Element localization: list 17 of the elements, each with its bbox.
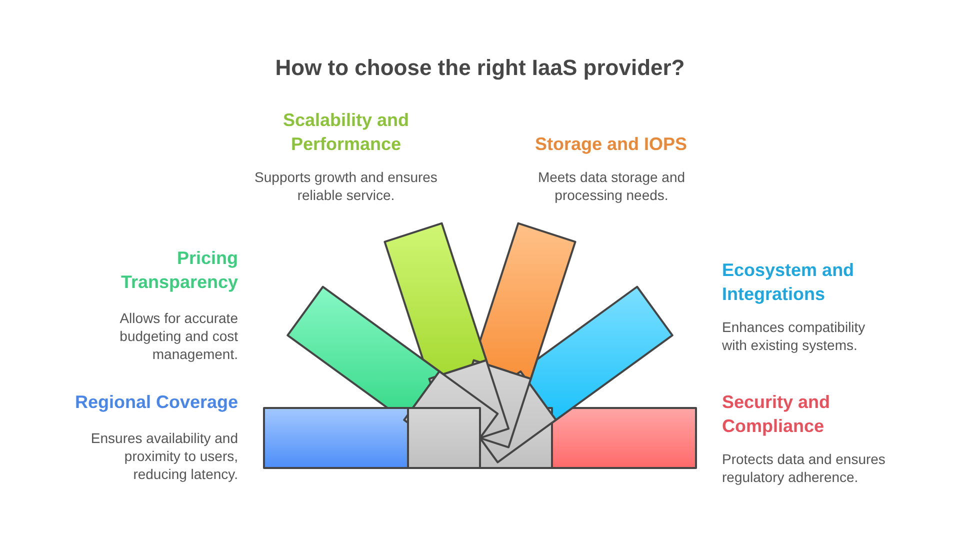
item-heading: Ecosystem and Integrations <box>722 259 856 306</box>
item-description: Allows for accurate budgeting and cost management. <box>118 309 238 363</box>
item-description: Supports growth and ensures reliable service. <box>254 168 438 204</box>
fan-blade <box>528 286 674 421</box>
item-description: Ensures availability and proximity to users, reducing latency. <box>90 429 238 483</box>
item-heading: Regional Coverage <box>74 391 238 414</box>
item-heading: Scalability and Performance <box>282 109 410 156</box>
item-heading: Pricing Transparency <box>120 247 238 294</box>
fan-blade <box>263 407 409 469</box>
item-description: Protects data and ensures regulatory adherence. <box>722 450 886 486</box>
fan-blade <box>551 407 697 469</box>
fan-blade <box>286 286 440 409</box>
item-description: Meets data storage and processing needs. <box>536 168 686 204</box>
item-heading: Security and Compliance <box>722 391 832 438</box>
title: How to choose the right IaaS provider? <box>274 54 686 82</box>
item-description: Enhances compatibility with existing systems. <box>722 318 866 354</box>
item-heading: Storage and IOPS <box>534 133 688 156</box>
